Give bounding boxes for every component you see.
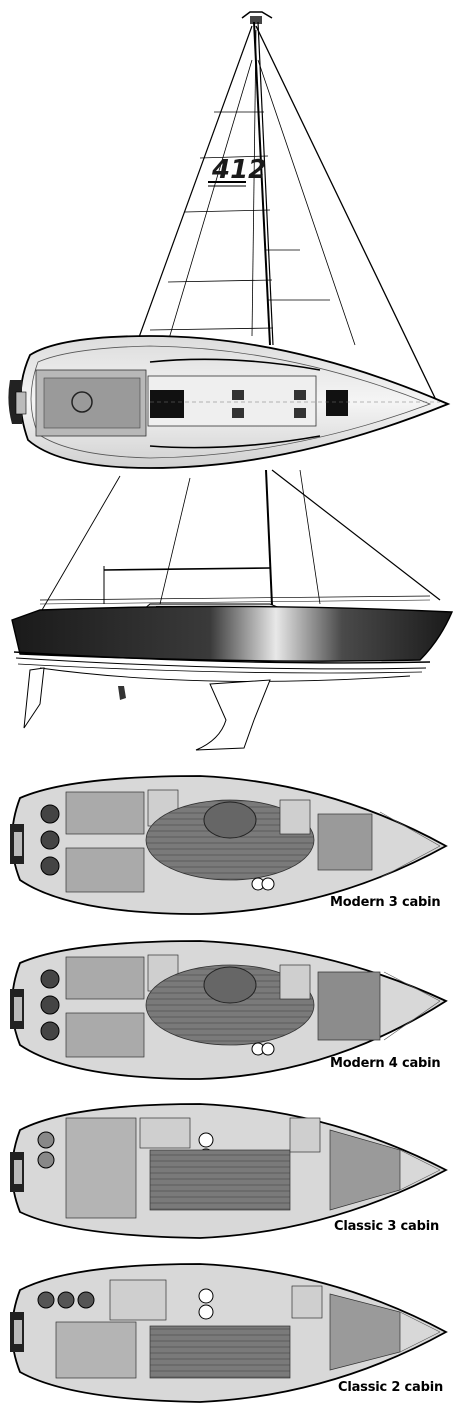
sail-number: 412 [211,155,266,185]
deck-plan [8,335,451,469]
side-profile [11,469,454,751]
layout-classic-3-drawing [10,1103,448,1239]
sail-plan: 412 [137,11,437,401]
layout-classic-2-drawing [10,1263,448,1403]
layout-modern-3-drawing [10,775,448,915]
layout-label-modern-3: Modern 3 cabin [330,895,441,910]
layout-label-classic-3: Classic 3 cabin [334,1219,439,1234]
layout-modern-4-drawing [10,940,448,1080]
layout-label-classic-2: Classic 2 cabin [338,1380,443,1395]
layout-label-modern-4: Modern 4 cabin [330,1056,441,1071]
